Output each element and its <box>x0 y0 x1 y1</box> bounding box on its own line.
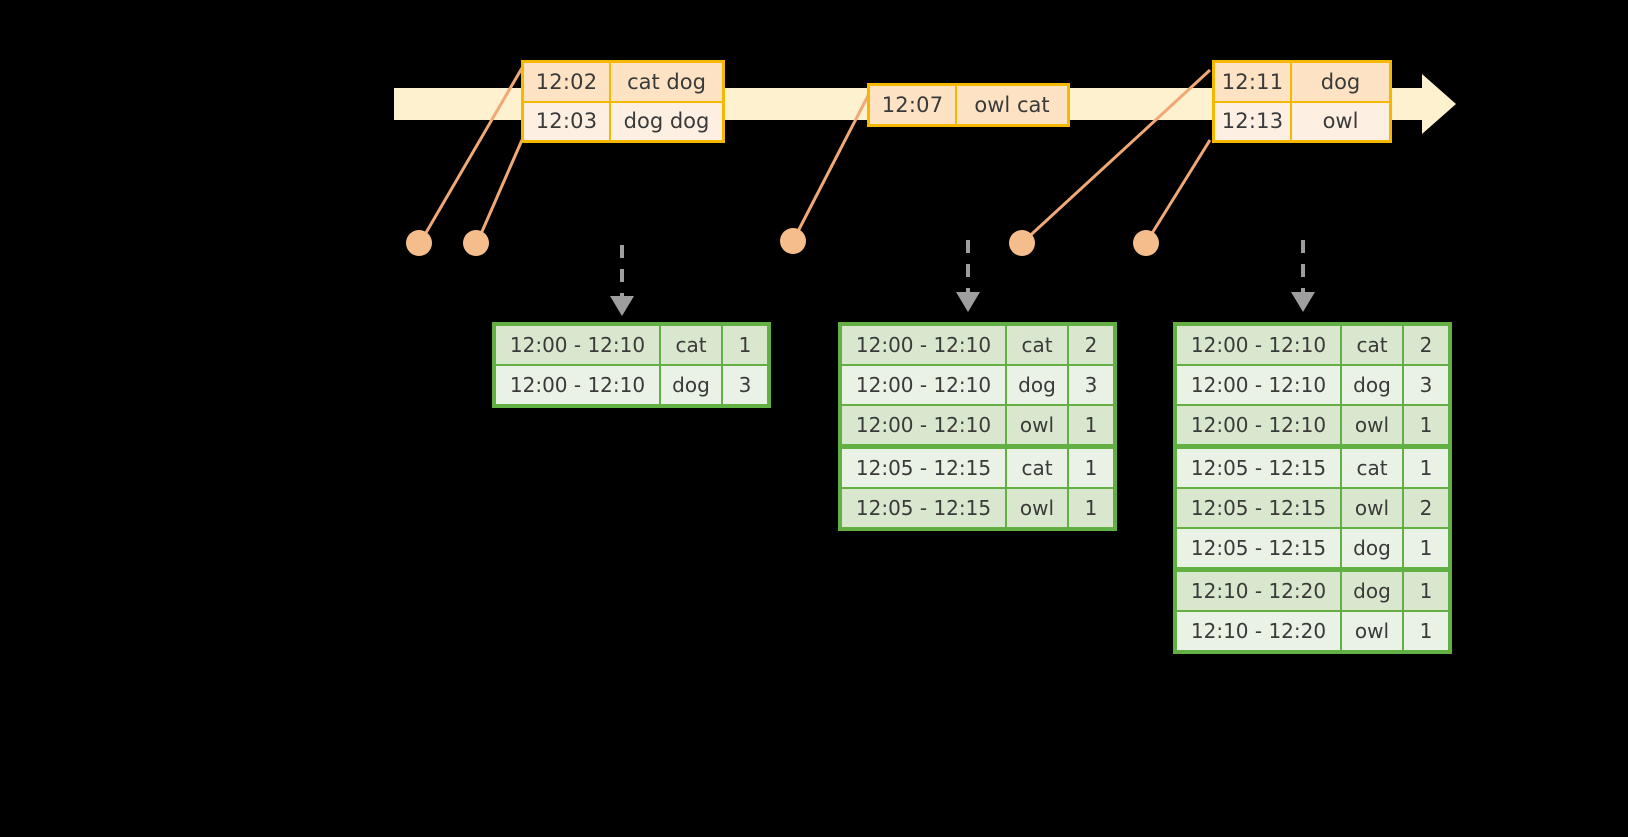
window-cell: 12:05 - 12:15 <box>1177 449 1340 487</box>
word-cell: owl <box>1342 489 1402 527</box>
event-words: cat dog <box>627 69 706 94</box>
event-group-2[interactable]: 12:07 owl cat <box>867 83 1070 127</box>
word-cell: cat <box>661 326 721 364</box>
window-cell: 12:05 - 12:15 <box>1177 489 1340 527</box>
event-dot-2 <box>463 230 489 256</box>
timeline-arrow-head <box>1422 74 1456 134</box>
count-cell: 2 <box>1069 326 1113 364</box>
event-words: dog dog <box>623 109 710 134</box>
count-cell: 1 <box>1404 449 1448 487</box>
window-cell: 12:00 - 12:10 <box>1177 366 1340 404</box>
window-cell: 12:00 - 12:10 <box>1177 406 1340 444</box>
event-row: 12:11 dog <box>1215 63 1389 101</box>
event-time: 12:07 <box>870 86 957 124</box>
window-cell: 12:05 - 12:15 <box>842 449 1005 487</box>
event-group-1[interactable]: 12:02 cat dog 12:03 dog dog <box>521 60 725 143</box>
flow-arrow-3 <box>1291 240 1315 312</box>
event-row: 12:02 cat dog <box>524 63 722 101</box>
event-dot-1 <box>406 230 432 256</box>
flow-arrow-2 <box>956 240 980 312</box>
count-cell: 1 <box>1069 406 1113 444</box>
window-cell: 12:10 - 12:20 <box>1177 612 1340 650</box>
event-time: 12:02 <box>524 63 611 101</box>
event-time: 12:11 <box>1215 63 1292 101</box>
event-row: 12:03 dog dog <box>524 100 722 140</box>
event-words: owl <box>1322 109 1359 134</box>
word-cell: owl <box>1342 612 1402 650</box>
word-cell: dog <box>661 366 721 404</box>
flow-arrow-1 <box>610 245 634 316</box>
event-dot-3 <box>780 228 806 254</box>
count-cell: 1 <box>723 326 767 364</box>
count-cell: 3 <box>1069 366 1113 404</box>
window-cell: 12:00 - 12:10 <box>842 406 1005 444</box>
event-group-3[interactable]: 12:11 dog 12:13 owl <box>1212 60 1392 143</box>
word-cell: dog <box>1007 366 1067 404</box>
event-row: 12:13 owl <box>1215 100 1389 140</box>
window-cell: 12:00 - 12:10 <box>842 326 1005 364</box>
count-cell: 2 <box>1404 326 1448 364</box>
window-cell: 12:00 - 12:10 <box>842 366 1005 404</box>
count-cell: 1 <box>1069 449 1113 487</box>
window-cell: 12:10 - 12:20 <box>1177 572 1340 610</box>
word-cell: cat <box>1342 326 1402 364</box>
event-dot-5 <box>1133 230 1159 256</box>
count-cell: 1 <box>1404 572 1448 610</box>
count-cell: 3 <box>1404 366 1448 404</box>
word-cell: cat <box>1007 326 1067 364</box>
event-dot-4 <box>1009 230 1035 256</box>
count-cell: 1 <box>1404 529 1448 567</box>
word-cell: dog <box>1342 572 1402 610</box>
word-cell: owl <box>1007 489 1067 527</box>
word-cell: owl <box>1342 406 1402 444</box>
count-cell: 1 <box>1404 612 1448 650</box>
word-cell: cat <box>1342 449 1402 487</box>
event-time: 12:03 <box>524 102 611 140</box>
event-time: 12:13 <box>1215 102 1292 140</box>
window-cell: 12:00 - 12:10 <box>496 366 659 404</box>
window-cell: 12:00 - 12:10 <box>1177 326 1340 364</box>
count-cell: 1 <box>1069 489 1113 527</box>
event-words: owl cat <box>974 93 1050 117</box>
count-cell: 1 <box>1404 406 1448 444</box>
word-cell: dog <box>1342 529 1402 567</box>
count-cell: 3 <box>723 366 767 404</box>
event-words: dog <box>1320 69 1361 94</box>
window-cell: 12:00 - 12:10 <box>496 326 659 364</box>
window-cell: 12:05 - 12:15 <box>1177 529 1340 567</box>
count-cell: 2 <box>1404 489 1448 527</box>
word-cell: cat <box>1007 449 1067 487</box>
event-row: 12:07 owl cat <box>870 86 1067 124</box>
word-cell: dog <box>1342 366 1402 404</box>
window-cell: 12:05 - 12:15 <box>842 489 1005 527</box>
word-cell: owl <box>1007 406 1067 444</box>
